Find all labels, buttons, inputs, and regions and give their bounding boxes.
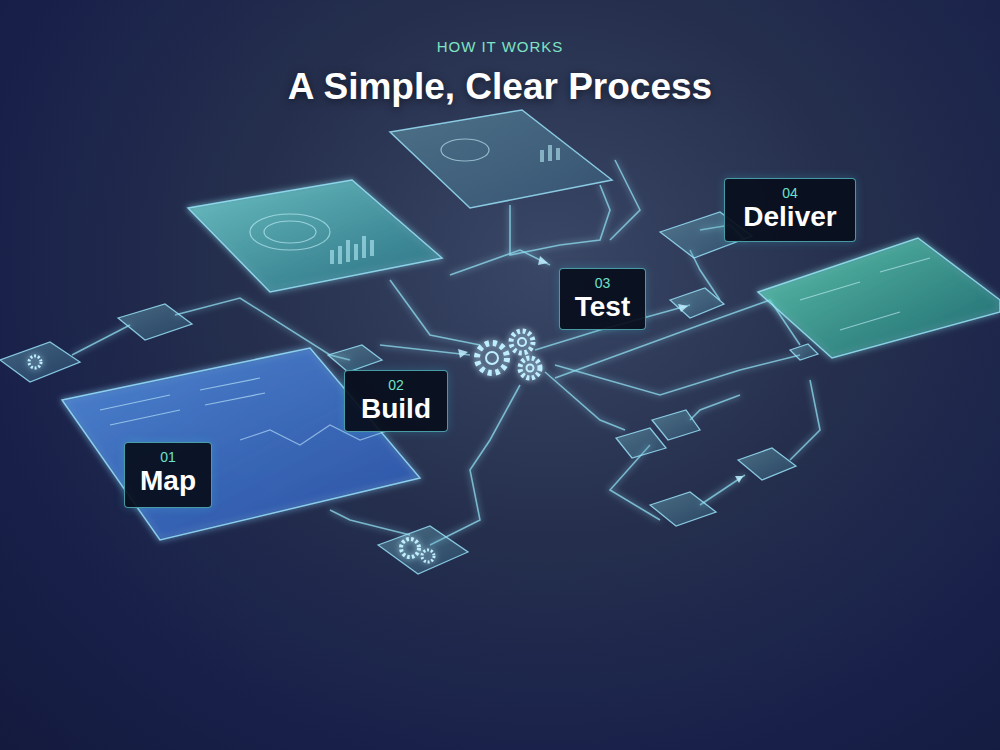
- step-label: 04Deliver: [724, 178, 856, 242]
- step-label: 02Build: [344, 370, 448, 432]
- step-number: 04: [735, 185, 845, 201]
- step-label: 03Test: [559, 268, 646, 330]
- step-number: 01: [135, 449, 201, 465]
- step-name: Deliver: [735, 201, 845, 233]
- step-number: 02: [355, 377, 437, 393]
- step-name: Test: [570, 291, 635, 323]
- step-number: 03: [570, 275, 635, 291]
- step-name: Build: [355, 393, 437, 425]
- section-kicker: HOW IT WORKS: [0, 38, 1000, 55]
- page-title: A Simple, Clear Process: [0, 66, 1000, 108]
- step-label: 01Map: [124, 442, 212, 508]
- step-name: Map: [135, 465, 201, 497]
